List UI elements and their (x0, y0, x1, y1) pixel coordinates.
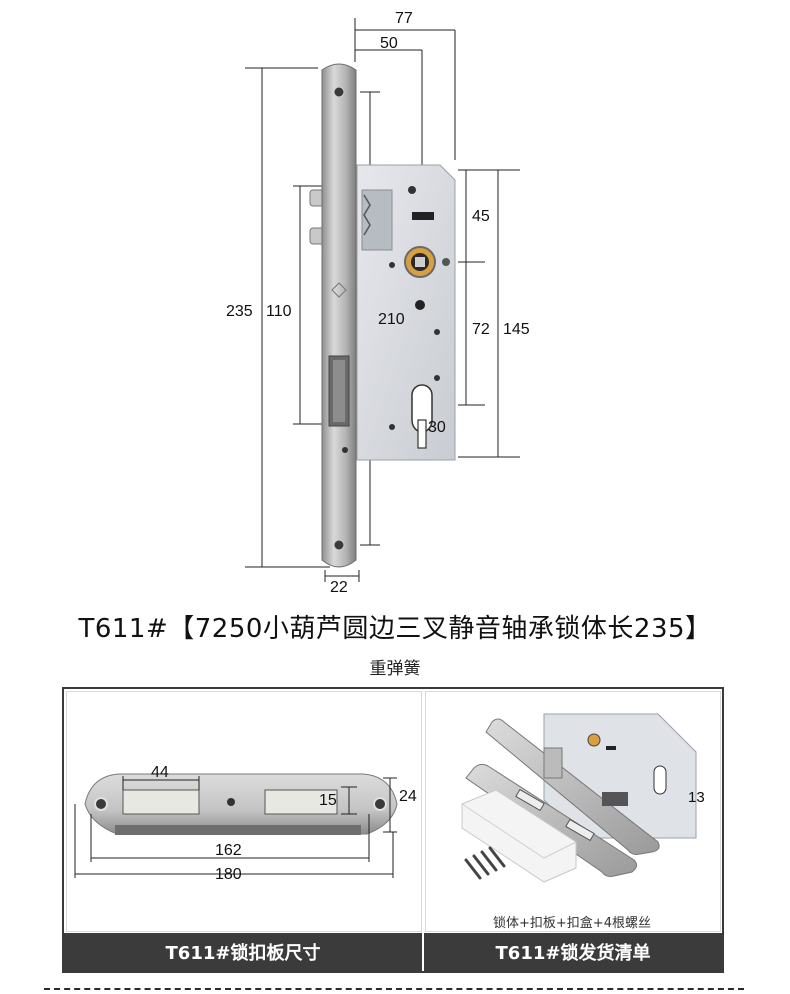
dim-15: 15 (319, 792, 337, 809)
dashed-divider (44, 988, 744, 990)
product-subtitle: 重弹簧 (369, 659, 421, 679)
dim-162: 162 (215, 842, 242, 859)
strike-plate-panel: 44 15 24 162 180 (66, 691, 422, 932)
caption-strike-plate: T611#锁扣板尺寸 (64, 933, 422, 971)
dim-30: 30 (428, 419, 446, 436)
dim-77: 77 (395, 10, 413, 27)
dim-45: 45 (472, 208, 490, 225)
dim-210: 210 (378, 311, 405, 328)
package-contents-diagram (461, 713, 697, 883)
strike-plate-diagram (74, 773, 398, 878)
dim-180: 180 (215, 866, 242, 883)
product-title: T611#【7250小葫芦圆边三叉静音轴承锁体长235】 (78, 614, 712, 644)
caption-package-contents: T611#锁发货清单 (424, 933, 722, 971)
package-contents-label: 锁体+扣板+扣盒+4根螺丝 (493, 916, 651, 931)
package-contents-panel: 13 (425, 691, 721, 932)
dim-72: 72 (472, 321, 490, 338)
marker-13: 13 (688, 789, 705, 806)
dim-44: 44 (151, 764, 169, 781)
dim-145: 145 (503, 321, 530, 338)
lock-body-diagram (245, 18, 520, 582)
dim-110: 110 (266, 303, 292, 320)
dim-24: 24 (399, 788, 417, 805)
dim-22: 22 (330, 579, 348, 596)
dim-50: 50 (380, 35, 398, 52)
dim-235: 235 (226, 303, 253, 320)
